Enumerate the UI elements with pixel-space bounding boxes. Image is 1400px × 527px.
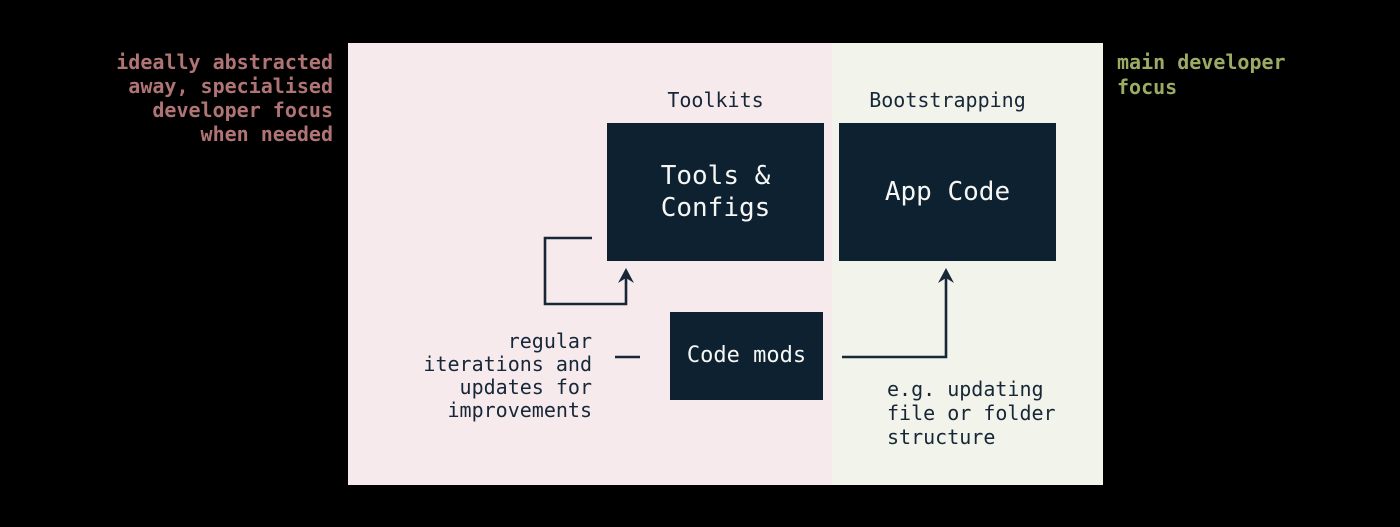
- app-code-box-label: App Code: [884, 177, 1011, 207]
- toolkits-label: Toolkits: [667, 88, 764, 112]
- iterations-caption: regular iterations and updates for impro…: [423, 329, 592, 422]
- app-code-box: App Code: [839, 123, 1056, 261]
- tools-configs-box-label: Tools & Configs: [660, 161, 771, 223]
- bootstrapping-label: Bootstrapping: [869, 88, 1026, 112]
- bootstrapping-panel: [832, 43, 1103, 485]
- updating-caption: e.g. updating file or folder structure: [887, 377, 1056, 449]
- left-annotation: ideally abstracted away, specialised dev…: [116, 50, 333, 146]
- code-mods-box-label: Code mods: [686, 343, 807, 368]
- tools-configs-box: Tools & Configs: [607, 123, 824, 261]
- code-mods-box: Code mods: [670, 312, 823, 400]
- right-annotation: main developer focus: [1117, 50, 1286, 99]
